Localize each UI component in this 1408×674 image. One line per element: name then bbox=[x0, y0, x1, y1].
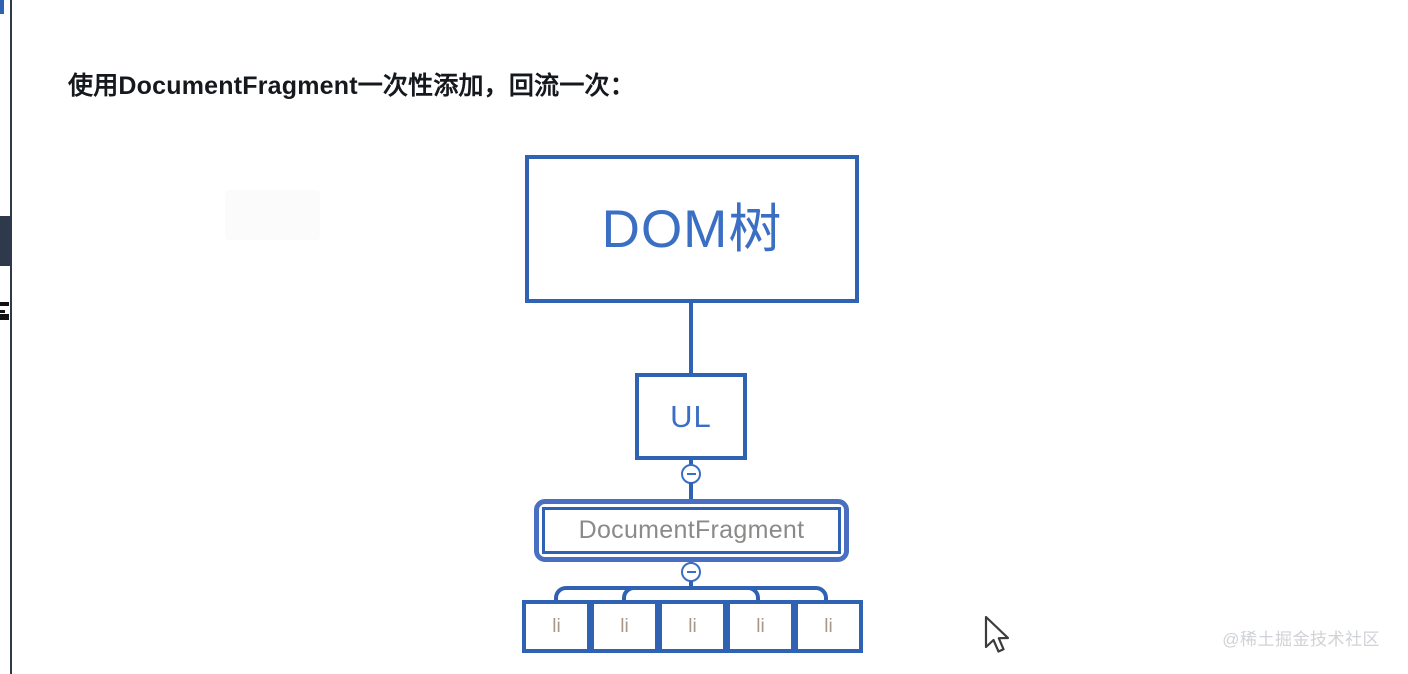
connector-fragment-to-li-lower bbox=[689, 581, 693, 590]
clipped-text-fragment bbox=[0, 314, 9, 320]
collapse-minus-icon[interactable] bbox=[681, 562, 701, 582]
node-li[interactable]: li bbox=[590, 600, 659, 653]
node-document-fragment[interactable]: DocumentFragment bbox=[534, 499, 849, 562]
node-document-fragment-label: DocumentFragment bbox=[578, 516, 805, 544]
connector-ul-to-fragment-lower bbox=[689, 482, 693, 499]
node-li-label: li bbox=[688, 616, 697, 637]
node-li-label: li bbox=[552, 616, 561, 637]
site-watermark: @稀土掘金技术社区 bbox=[1222, 630, 1380, 649]
connector-bracket-li-2 bbox=[622, 586, 691, 600]
node-li[interactable]: li bbox=[658, 600, 727, 653]
connector-bracket-li-3 bbox=[0, 0, 4, 14]
clipped-text-fragment bbox=[0, 310, 5, 313]
page-title: 使用DocumentFragment一次性添加，回流一次： bbox=[68, 72, 635, 100]
node-li-label: li bbox=[824, 616, 833, 637]
connector-bracket-li-5 bbox=[691, 586, 828, 600]
node-li-label: li bbox=[620, 616, 629, 637]
node-li-label: li bbox=[756, 616, 765, 637]
node-document-fragment-inner: DocumentFragment bbox=[542, 507, 841, 554]
connector-ul-to-fragment-upper bbox=[689, 460, 693, 466]
node-ul-label: UL bbox=[670, 399, 712, 434]
connector-dom-to-ul bbox=[689, 303, 693, 373]
node-li[interactable]: li bbox=[794, 600, 863, 653]
node-li[interactable]: li bbox=[522, 600, 591, 653]
sidebar-highlight-block[interactable] bbox=[0, 216, 10, 266]
clipped-text-fragment bbox=[0, 302, 9, 306]
node-li[interactable]: li bbox=[726, 600, 795, 653]
node-ul[interactable]: UL bbox=[635, 373, 747, 460]
node-dom-tree-label: DOM树 bbox=[601, 199, 783, 259]
page-chrome-strip bbox=[0, 0, 13, 674]
node-dom-tree[interactable]: DOM树 bbox=[525, 155, 859, 303]
mouse-pointer-icon bbox=[984, 615, 1014, 659]
background-watermark bbox=[225, 190, 320, 240]
connector-bracket-li-1 bbox=[554, 586, 691, 600]
collapse-minus-icon[interactable] bbox=[681, 464, 701, 484]
page-divider-rule bbox=[10, 0, 12, 674]
